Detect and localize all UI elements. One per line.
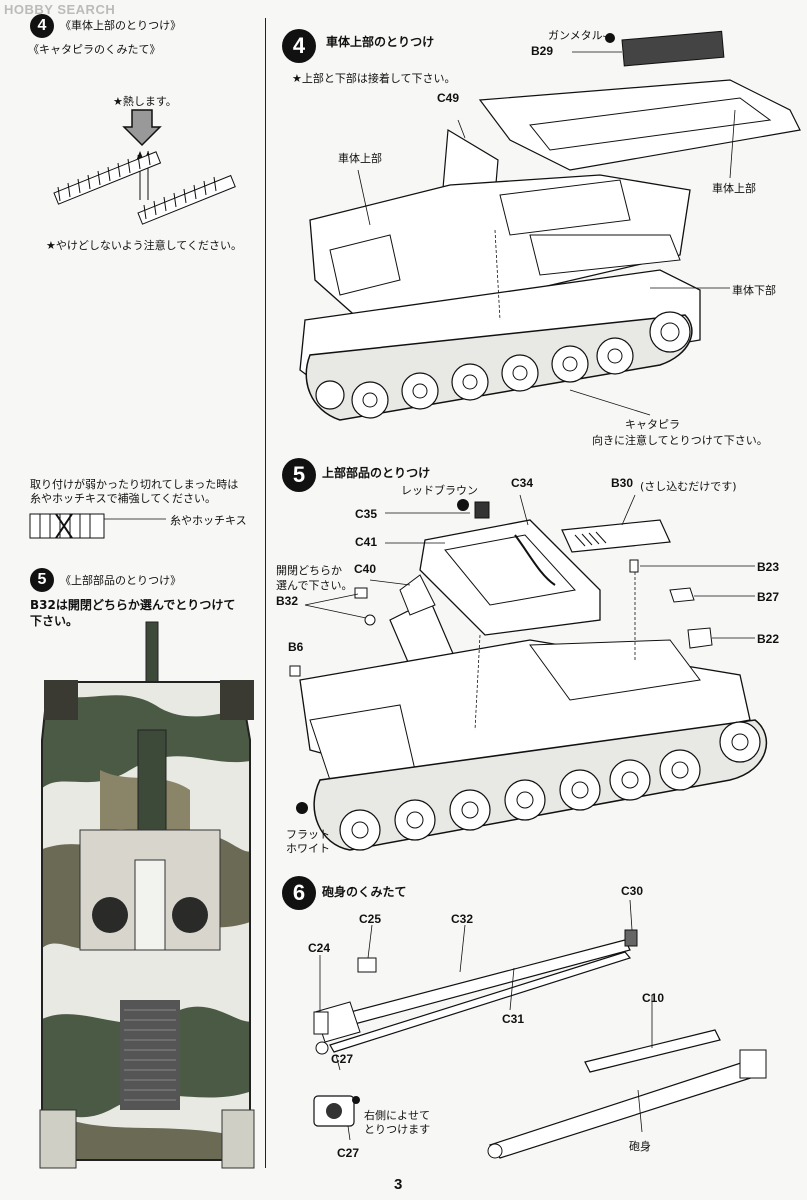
- track-front-left: [44, 680, 78, 720]
- track-label: キャタピラ: [625, 418, 680, 431]
- c25-label: C25: [359, 912, 382, 926]
- crew-figure-left: [92, 897, 128, 933]
- c34-part: [419, 519, 601, 636]
- right-step5-title: 上部部品のとりつけ: [322, 466, 431, 480]
- track-link-left: [53, 151, 162, 205]
- barrel-label: 砲身: [629, 1140, 651, 1153]
- left-step4-number: 4: [30, 14, 54, 38]
- c35-label: C35: [355, 507, 378, 521]
- c31-label: C31: [502, 1012, 525, 1026]
- b30-note: (さし込むだけです): [640, 480, 737, 493]
- b22-label: B22: [757, 632, 780, 646]
- b27-part: [669, 587, 695, 603]
- c41-label: C41: [355, 535, 378, 549]
- b29-label: B29: [531, 44, 554, 58]
- c32-part: [319, 939, 631, 1033]
- tank-photo-topdown: [39, 621, 255, 1169]
- c49-label: C49: [437, 91, 460, 105]
- repair-line1: 取り付けが弱かったり切れてしまった時は: [30, 478, 239, 491]
- c32-label: C32: [451, 912, 474, 926]
- repair-illustration: [29, 513, 166, 539]
- c31-part: [329, 951, 632, 1053]
- muffler-right: [221, 1109, 255, 1169]
- crew-figure-right: [172, 897, 208, 933]
- step5-superstructure-diagram: [289, 494, 768, 851]
- right-side-note-line2: とりつけます: [364, 1123, 431, 1136]
- b23-part: [629, 559, 639, 573]
- upper-hull-label-left: 車体上部: [338, 152, 382, 165]
- step4-hull-diagram: [299, 30, 801, 421]
- left-step4-subtitle: 《キャタピラのくみたて》: [28, 43, 161, 56]
- c30-part: [624, 929, 638, 947]
- b32-label: B32: [276, 594, 299, 608]
- track-teeth-left: [57, 150, 151, 202]
- c24-part: [313, 1011, 329, 1035]
- right-side-note-line1: 右側によせて: [364, 1109, 430, 1122]
- track-front-right: [220, 680, 254, 720]
- choose-note-line1: 開閉どちらか: [276, 564, 342, 577]
- right-step6-title: 砲身のくみたて: [322, 885, 407, 899]
- heat-note: ★熱します。: [113, 95, 177, 108]
- c25-part: [357, 957, 377, 973]
- upper-hull-label-right: 車体上部: [712, 182, 756, 195]
- track-heat-illustration: [53, 109, 236, 225]
- c10-part: [584, 1029, 721, 1073]
- right-step6-number: 6: [282, 876, 316, 910]
- c24-label: C24: [308, 941, 331, 955]
- flat-white-label-line2: ホワイト: [286, 842, 330, 855]
- lower-hull-label: 車体下部: [732, 284, 776, 297]
- down-arrow-icon: [122, 109, 162, 147]
- burn-note: ★やけどしないよう注意してください。: [46, 239, 242, 252]
- b27-label: B27: [757, 590, 780, 604]
- red-brown-part: [474, 501, 490, 519]
- b30-label: B30: [611, 476, 634, 490]
- b30-part: [561, 519, 671, 553]
- flat-white-part: [296, 802, 308, 814]
- left-step4-title: 《車体上部のとりつけ》: [60, 19, 182, 32]
- watermark: HOBBY SEARCH: [4, 2, 116, 17]
- right-step4-number: 4: [282, 29, 316, 63]
- b22-part: [687, 627, 713, 649]
- c27-detail-label: C27: [337, 1146, 360, 1160]
- track-note: 向きに注意してとりつけて下さい。: [592, 434, 768, 447]
- b6-label: B6: [288, 640, 304, 654]
- right-step5-number: 5: [282, 458, 316, 492]
- page-number: 3: [394, 1176, 403, 1193]
- column-divider: [265, 18, 266, 1168]
- c40-label: C40: [354, 562, 377, 576]
- step6-barrel-diagram: [313, 899, 767, 1159]
- red-brown-label: レッドブラウン: [401, 484, 478, 497]
- flat-white-label-line1: フラット: [286, 828, 330, 841]
- repair-line2: 糸やホッチキスで補強してください。: [30, 492, 217, 505]
- gunmetal-label: ガンメタル: [548, 29, 603, 42]
- b23-label: B23: [757, 560, 780, 574]
- track-link-right: [137, 174, 236, 225]
- engine-grille: [120, 1000, 180, 1110]
- c10-label: C10: [642, 991, 665, 1005]
- b29-part: [621, 30, 725, 67]
- right-step4-title: 車体上部のとりつけ: [326, 35, 435, 49]
- c30-label: C30: [621, 884, 644, 898]
- right-step4-note: ★上部と下部は接着して下さい。: [292, 72, 456, 85]
- muffler-left: [39, 1109, 77, 1169]
- c34-label: C34: [511, 476, 534, 490]
- c27-part: [315, 1041, 329, 1055]
- left-step5-line1: B32は開閉どちらか選んでとりつけて: [30, 598, 236, 612]
- left-step5-title: 《上部部品のとりつけ》: [60, 574, 182, 587]
- repair-label: 糸やホッチキス: [170, 514, 247, 527]
- left-step5-line2: 下さい。: [30, 614, 79, 628]
- road-wheels: [315, 311, 691, 419]
- left-step5-number: 5: [30, 568, 54, 592]
- barrel-part: [489, 1059, 761, 1159]
- choose-note-line2: 選んで下さい。: [276, 579, 353, 592]
- c27-label: C27: [331, 1052, 354, 1066]
